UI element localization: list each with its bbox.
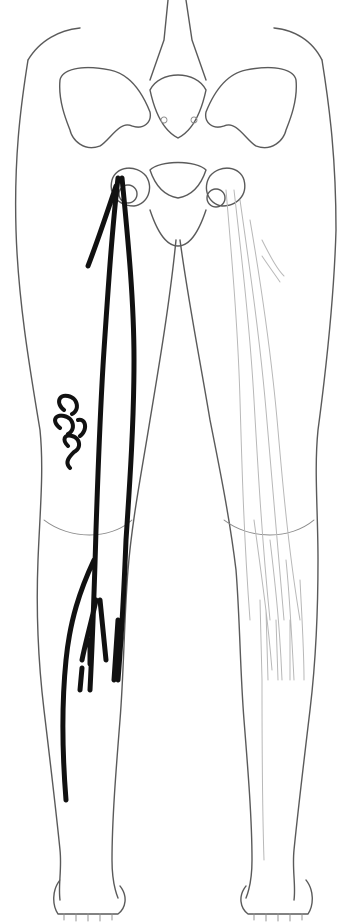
left-toes xyxy=(64,914,112,921)
pelvis-icon xyxy=(60,0,297,207)
right-leg-inner-contour xyxy=(180,240,252,898)
calf-branch-d xyxy=(80,668,82,690)
sacral-foramen xyxy=(161,117,167,123)
pubic-symphysis xyxy=(150,163,206,199)
right-knee-line xyxy=(224,520,314,535)
healthy-vein-4 xyxy=(250,220,300,620)
waist-contour xyxy=(28,28,80,60)
right-foot xyxy=(241,880,312,914)
healthy-vein-1 xyxy=(226,190,250,620)
spine-left xyxy=(150,0,168,80)
calf-branch-b xyxy=(100,600,106,660)
healthy-lower-vein xyxy=(262,680,264,860)
varix-loop-1 xyxy=(59,396,77,414)
feet xyxy=(54,880,313,921)
healthy-vein-2 xyxy=(234,190,270,620)
waist-contour-right xyxy=(274,28,322,60)
varicose-cluster-icon xyxy=(55,396,85,468)
healthy-calf-vein-5 xyxy=(260,600,290,680)
knee-details xyxy=(44,520,314,535)
healthy-calf-vein-4 xyxy=(300,580,304,680)
left-leg-outer-contour xyxy=(16,60,61,900)
healthy-vein-3 xyxy=(240,200,284,620)
dark-vein-network xyxy=(63,178,134,800)
faint-vein-network xyxy=(226,190,304,860)
varix-loop-3 xyxy=(65,436,80,468)
left-leg-inner-contour xyxy=(112,240,176,898)
varix-loop-2 xyxy=(55,416,73,434)
sacrum xyxy=(150,75,206,138)
healthy-calf-vein-2 xyxy=(270,540,282,680)
left-knee-line xyxy=(44,520,132,535)
left-iliac-wing xyxy=(60,68,151,148)
right-toes xyxy=(254,914,302,921)
right-obturator xyxy=(206,168,244,206)
right-iliac-wing xyxy=(206,68,297,148)
healthy-vein-6 xyxy=(262,256,280,282)
right-leg-outer-contour xyxy=(293,60,336,900)
varix-loop-4 xyxy=(78,420,85,436)
healthy-vein-5 xyxy=(262,240,284,276)
crotch-contour xyxy=(150,210,206,246)
spine-right xyxy=(186,0,206,80)
